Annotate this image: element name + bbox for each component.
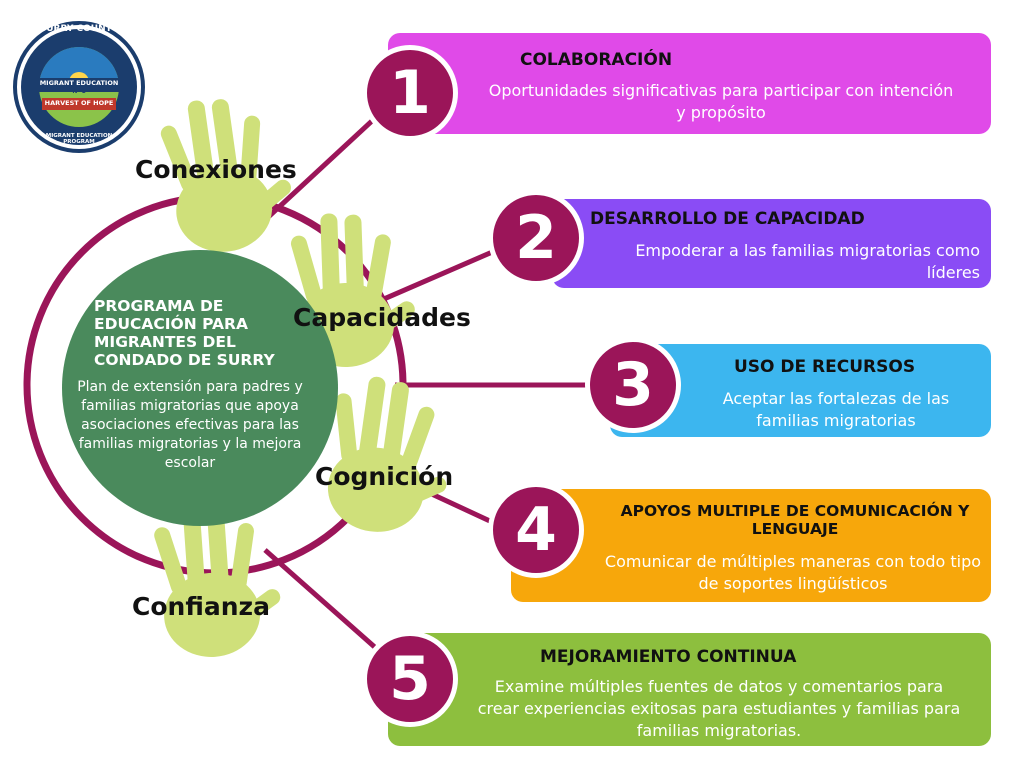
hand-label-cognicion: Cognición [315,462,454,491]
item-card-1: COLABORACIÓN Oportunidades significativa… [388,33,991,134]
item-title-5: MEJORAMIENTO CONTINUA [540,647,797,667]
number-badge-3: 3 [585,337,681,433]
logo-top-text: SURRY COUNTY [39,24,119,34]
program-title: PROGRAMA DE EDUCACIÓN PARA MIGRANTES DEL… [94,297,275,369]
logo-bottom-text: MIGRANT EDUCATION PROGRAM [45,133,113,145]
number-badge-5: 5 [362,631,458,727]
item-description-3: Aceptar las fortalezas de las familias m… [722,389,950,430]
hand-label-confianza: Confianza [132,592,270,621]
item-title-1: COLABORACIÓN [520,50,673,70]
number-badge-2: 2 [488,190,584,286]
surry-county-logo: SURRY COUNTY MIGRANT EDUCATION N•C HARVE… [12,20,146,154]
logo-band-text: MIGRANT EDUCATION [39,79,119,87]
logo-ribbon-text: HARVEST OF HOPE [44,99,114,107]
item-card-2: DESARROLLO DE CAPACIDAD Empoderar a las … [552,199,991,288]
item-title-4: APOYOS MULTIPLE DE COMUNICACIÓN Y LENGUA… [620,502,970,538]
item-card-5: MEJORAMIENTO CONTINUA Examine múltiples … [388,633,991,746]
item-title-3: USO DE RECURSOS [734,357,916,377]
logo-center-text: N•C [72,88,86,95]
connector-line-5 [263,548,397,667]
item-description-5: Examine múltiples fuentes de datos y com… [477,677,961,740]
number-badge-1: 1 [362,45,458,141]
number-badge-4: 4 [488,482,584,578]
hand-label-capacidades: Capacidades [293,303,471,332]
program-description: Plan de extensión para padres y familias… [77,379,303,471]
hand-label-conexiones: Conexiones [135,155,297,184]
item-description-2: Empoderar a las familias migratorias com… [635,241,980,282]
item-description-1: Oportunidades significativas para partic… [488,81,954,122]
item-title-2: DESARROLLO DE CAPACIDAD [590,209,865,229]
item-description-4: Comunicar de múltiples maneras con todo … [604,552,982,593]
item-card-4: APOYOS MULTIPLE DE COMUNICACIÓN Y LENGUA… [511,489,991,602]
